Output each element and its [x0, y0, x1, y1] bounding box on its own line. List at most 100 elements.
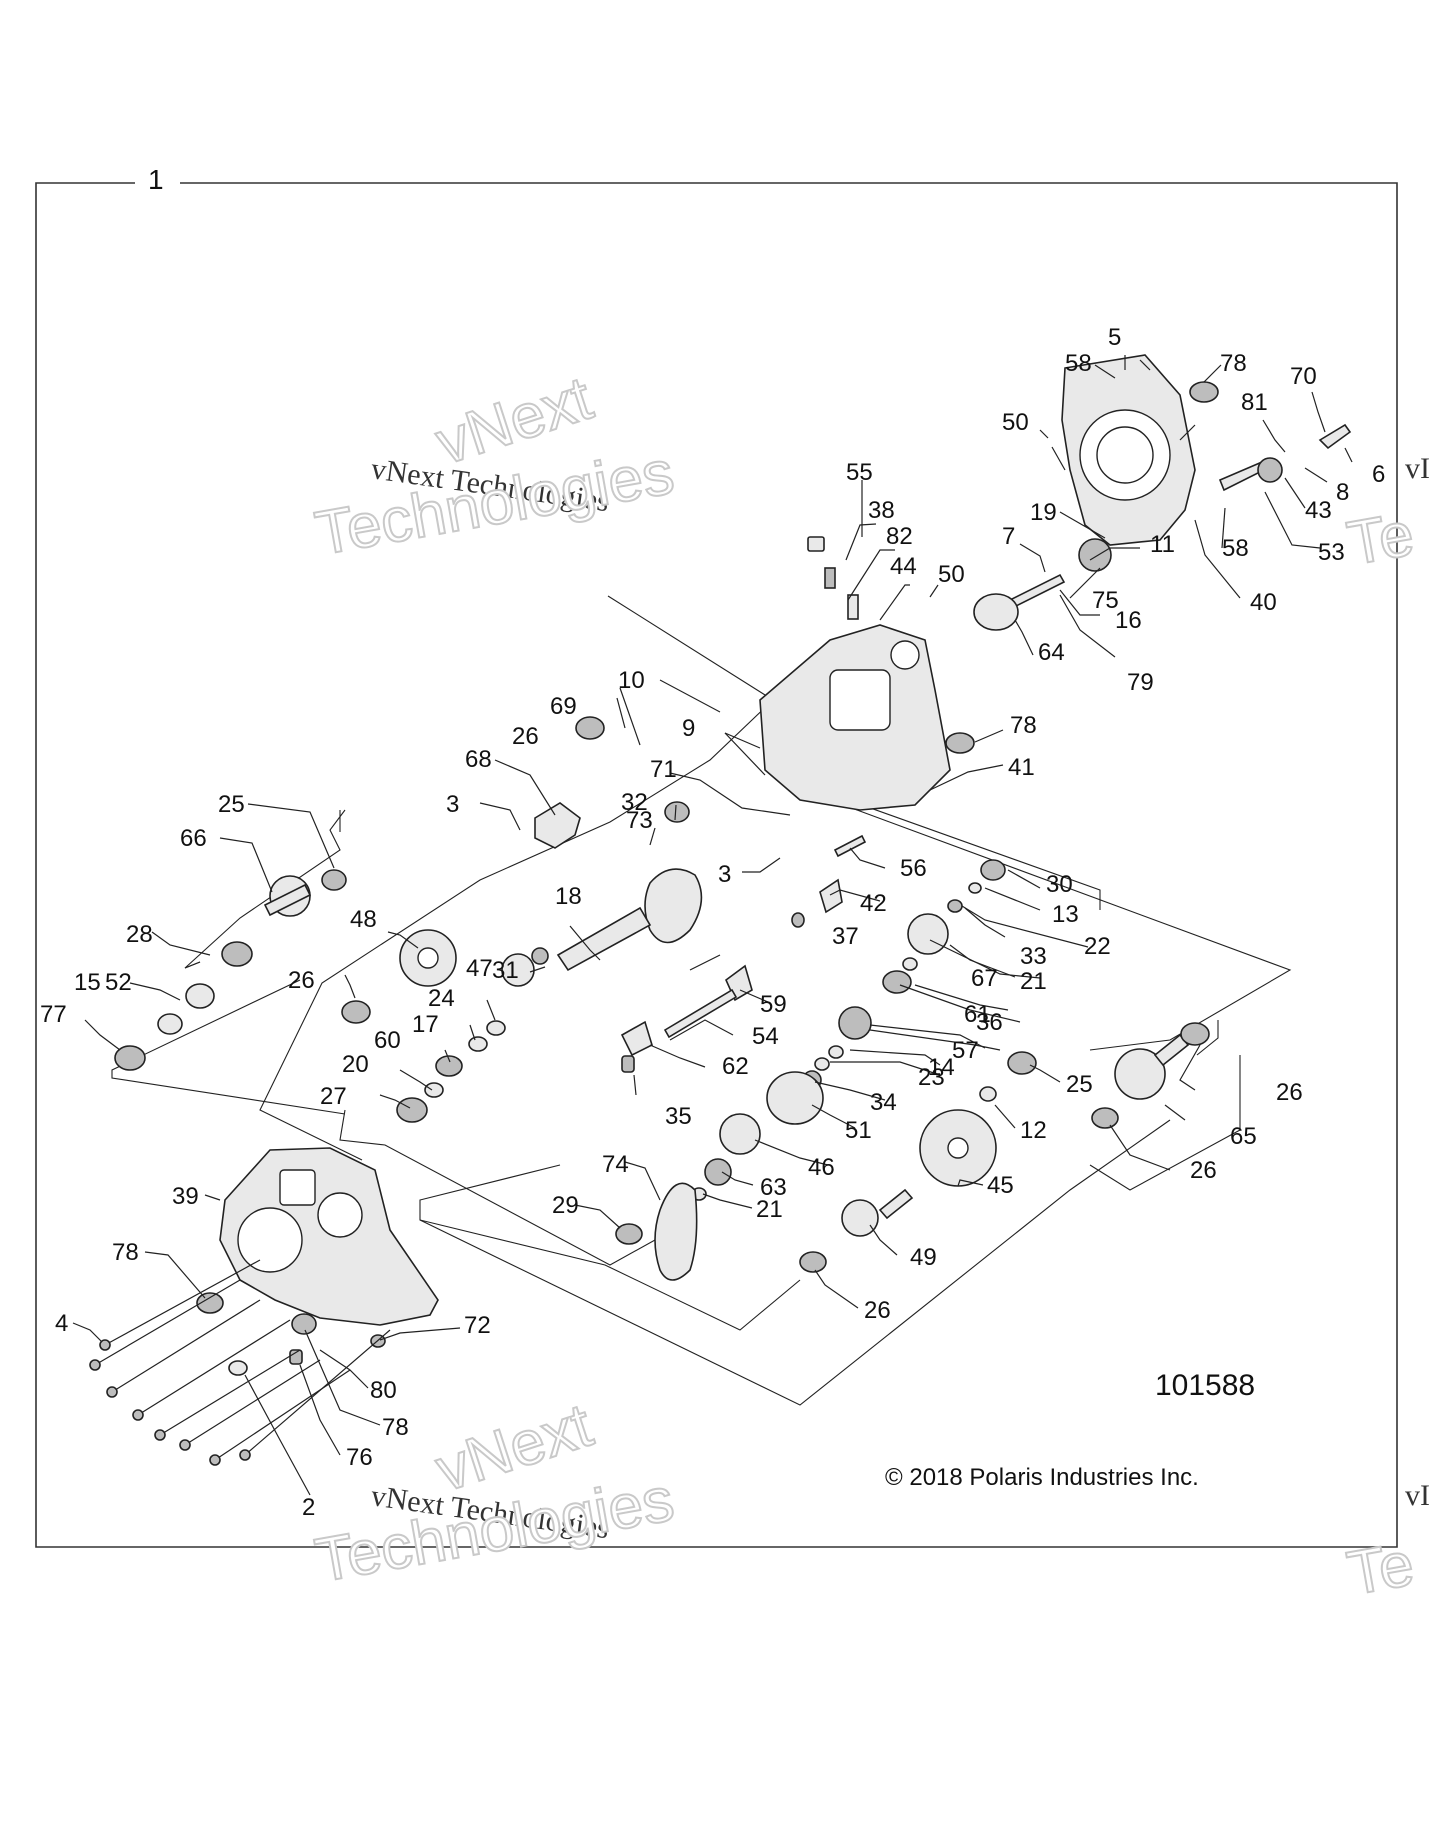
callout[interactable]: 48: [350, 906, 377, 933]
callout[interactable]: 75: [1092, 587, 1119, 614]
callout[interactable]: 40: [1250, 589, 1277, 616]
shift-rod-54[interactable]: [663, 988, 738, 1039]
callout[interactable]: 29: [552, 1192, 579, 1219]
callout[interactable]: 56: [900, 855, 927, 882]
ring-15[interactable]: [157, 1013, 183, 1035]
callout[interactable]: 37: [832, 923, 859, 950]
callout[interactable]: 11: [1150, 531, 1175, 558]
bearing-27[interactable]: [396, 1097, 428, 1123]
ring-2[interactable]: [228, 1360, 248, 1376]
callout[interactable]: 3: [718, 861, 731, 888]
detent-35[interactable]: [621, 1055, 635, 1073]
callout[interactable]: 71: [650, 756, 677, 783]
callout[interactable]: 42: [860, 890, 887, 917]
bearing-26-right-bottom[interactable]: [1091, 1107, 1119, 1129]
assembly-number[interactable]: 1: [148, 164, 164, 195]
callout[interactable]: 51: [845, 1117, 872, 1144]
callout[interactable]: 43: [1305, 497, 1332, 524]
shift-shaft-53[interactable]: [1218, 460, 1265, 492]
callout[interactable]: 15: [74, 969, 101, 996]
bearing-26-left[interactable]: [341, 1000, 371, 1024]
seal-78-lower-right[interactable]: [291, 1313, 317, 1335]
callout[interactable]: 57: [952, 1037, 979, 1064]
bolt-4[interactable]: [94, 1259, 391, 1461]
seal-78-lower-left[interactable]: [196, 1292, 224, 1314]
seal-78-top[interactable]: [1189, 381, 1219, 403]
belt-73[interactable]: [644, 868, 703, 944]
shift-lever-70[interactable]: [1318, 423, 1352, 450]
callout[interactable]: 19: [1030, 499, 1057, 526]
callout[interactable]: 50: [1002, 409, 1029, 436]
gear-43[interactable]: [1257, 457, 1283, 483]
callout[interactable]: 49: [910, 1244, 937, 1271]
snap-ring-67[interactable]: [185, 983, 215, 1009]
bearing-61[interactable]: [882, 970, 912, 994]
callout[interactable]: 33: [1020, 943, 1047, 970]
callout[interactable]: 14: [928, 1054, 955, 1081]
pin-44[interactable]: [847, 594, 859, 620]
belt-74[interactable]: [654, 1182, 698, 1281]
callout[interactable]: 68: [465, 746, 492, 773]
callout[interactable]: 47: [466, 955, 493, 982]
callout[interactable]: 12: [1020, 1117, 1047, 1144]
callout[interactable]: 30: [1046, 871, 1073, 898]
callout[interactable]: 41: [1008, 754, 1035, 781]
callout[interactable]: 32: [621, 789, 648, 816]
bearing-29[interactable]: [615, 1223, 643, 1245]
callout[interactable]: 74: [602, 1151, 629, 1178]
gear-52[interactable]: [907, 913, 949, 955]
callout[interactable]: 50: [938, 561, 965, 588]
callout[interactable]: 38: [868, 497, 895, 524]
callout[interactable]: 53: [1318, 539, 1345, 566]
callout[interactable]: 46: [808, 1154, 835, 1181]
callout[interactable]: 58: [1222, 535, 1249, 562]
callout[interactable]: 25: [218, 791, 245, 818]
callout[interactable]: 26: [512, 723, 539, 750]
callout[interactable]: 31: [492, 957, 519, 984]
callout[interactable]: 26: [1276, 1079, 1303, 1106]
callout[interactable]: 81: [1241, 389, 1268, 416]
callout[interactable]: 63: [760, 1174, 787, 1201]
callout[interactable]: 26: [288, 967, 315, 994]
callout[interactable]: 4: [55, 1310, 68, 1337]
callout[interactable]: 78: [382, 1414, 409, 1441]
ring-21-upper[interactable]: [902, 957, 918, 971]
ring-33[interactable]: [947, 899, 963, 913]
callout[interactable]: 2: [302, 1494, 315, 1521]
callout[interactable]: 66: [180, 825, 207, 852]
callout[interactable]: 79: [1127, 669, 1154, 696]
ring-23[interactable]: [814, 1057, 830, 1071]
ring-17[interactable]: [468, 1036, 488, 1052]
callout[interactable]: 82: [886, 523, 913, 550]
ring-20[interactable]: [424, 1082, 444, 1098]
plate-64[interactable]: [973, 593, 1019, 631]
callout[interactable]: 73: [626, 807, 653, 834]
callout[interactable]: 62: [722, 1053, 749, 1080]
callout[interactable]: 78: [1220, 350, 1247, 377]
callout[interactable]: 18: [555, 883, 582, 910]
gear-31[interactable]: [531, 947, 549, 965]
ring-14[interactable]: [828, 1045, 844, 1059]
shift-fork-62[interactable]: [620, 1020, 653, 1057]
callout[interactable]: 5: [1108, 324, 1121, 351]
callout[interactable]: 36: [976, 1009, 1003, 1036]
callout[interactable]: 39: [172, 1183, 199, 1210]
callout[interactable]: 23: [918, 1064, 945, 1091]
callout[interactable]: 60: [374, 1027, 401, 1054]
callout[interactable]: 10: [618, 667, 645, 694]
bearing-25-left[interactable]: [321, 869, 347, 891]
callout[interactable]: 59: [760, 991, 787, 1018]
bearing-28[interactable]: [221, 941, 253, 967]
callout[interactable]: 9: [682, 715, 695, 742]
callout[interactable]: 78: [1010, 712, 1037, 739]
callout[interactable]: 20: [342, 1051, 369, 1078]
callout[interactable]: 24: [428, 985, 455, 1012]
ring-13[interactable]: [968, 882, 982, 894]
callout[interactable]: 67: [971, 965, 998, 992]
callout[interactable]: 69: [550, 693, 577, 720]
callout[interactable]: 78: [112, 1239, 139, 1266]
shaft-18[interactable]: [556, 906, 652, 972]
callout[interactable]: 16: [1115, 607, 1142, 634]
bearing-30[interactable]: [980, 859, 1006, 881]
callout[interactable]: 21: [1020, 968, 1047, 995]
